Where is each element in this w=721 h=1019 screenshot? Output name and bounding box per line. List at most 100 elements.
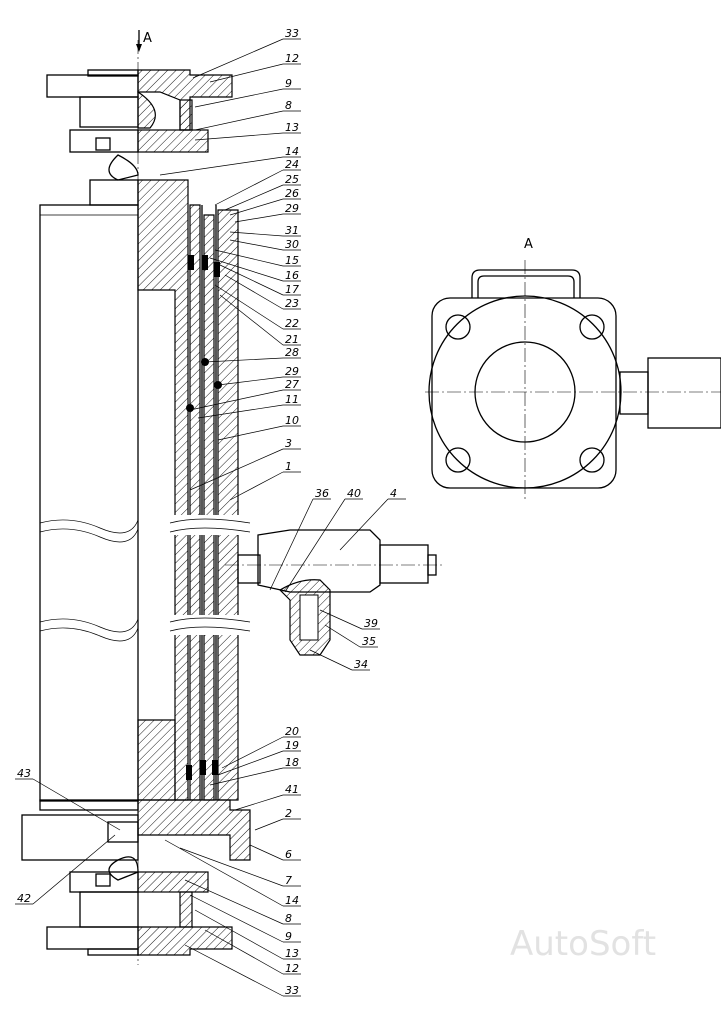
callout-10: 10	[217, 414, 301, 441]
callout-number: 13	[285, 947, 299, 960]
callout-25: 25	[224, 173, 301, 211]
callout-number: 42	[17, 892, 31, 905]
callout-26: 26	[229, 187, 301, 216]
leader-line	[214, 284, 284, 330]
leader-line	[219, 264, 284, 296]
leader-line	[189, 448, 284, 491]
callout-11: 11	[197, 393, 301, 419]
leader-line	[234, 794, 284, 811]
callout-number: 27	[285, 378, 299, 391]
view-arrow-a: A	[136, 30, 152, 52]
callout-number: 29	[285, 365, 299, 378]
leader-line	[192, 38, 284, 79]
leader-line	[249, 844, 284, 861]
callout-number: 40	[347, 487, 361, 500]
callout-29: 29	[217, 365, 301, 386]
callout-number: 36	[315, 487, 329, 500]
leader-line	[32, 834, 116, 905]
leader-line	[194, 110, 284, 131]
callout-number: 20	[285, 725, 299, 738]
leader-line	[179, 847, 284, 887]
callout-number: 18	[285, 756, 299, 769]
callout-15: 15	[214, 249, 301, 267]
callout-number: 10	[285, 414, 299, 427]
callout-40: 40	[284, 487, 363, 593]
callout-number: 24	[285, 158, 299, 171]
callout-number: 12	[285, 962, 299, 975]
callout-number: 9	[285, 77, 292, 90]
callout-3: 3	[189, 437, 301, 491]
leader-line	[217, 376, 284, 386]
callout-number: 9	[285, 930, 292, 943]
callout-number: 14	[285, 894, 299, 907]
callout-14: 14	[159, 145, 301, 176]
callout-20: 20	[221, 725, 301, 769]
leader-line	[194, 132, 284, 141]
view-a: A	[425, 237, 721, 500]
callout-number: 30	[285, 238, 299, 251]
leader-line	[194, 88, 284, 108]
callout-number: 1	[285, 460, 292, 473]
callout-number: 43	[17, 767, 31, 780]
watermark: AutoSoft	[510, 924, 656, 964]
callout-number: 8	[285, 99, 292, 112]
leader-line	[269, 498, 314, 591]
callout-number: 11	[285, 393, 299, 406]
callout-number: 23	[285, 297, 299, 310]
leader-line	[224, 274, 284, 310]
callout-number: 26	[285, 187, 299, 200]
callout-number: 22	[285, 317, 299, 330]
leader-line	[319, 609, 363, 630]
callout-29: 29	[234, 202, 301, 223]
bottom-flange	[21, 799, 251, 956]
side-valve	[225, 529, 445, 656]
leader-line	[309, 649, 353, 671]
leader-line	[194, 909, 284, 960]
callout-41: 41	[234, 783, 301, 811]
cylinder-section	[137, 179, 251, 801]
leader-line	[339, 498, 389, 551]
callout-13: 13	[194, 121, 301, 141]
leader-line	[189, 894, 284, 943]
leader-line	[214, 249, 284, 267]
leader-line	[184, 944, 284, 997]
leader-line	[217, 425, 284, 441]
callout-18: 18	[209, 756, 301, 786]
leader-line	[209, 257, 284, 282]
callout-number: 21	[285, 333, 299, 346]
view-marker-label: A	[143, 31, 152, 46]
callout-8: 8	[184, 879, 301, 925]
leader-line	[229, 198, 284, 216]
leader-line	[217, 750, 284, 776]
callout-number: 2	[285, 807, 292, 820]
callout-number: 28	[285, 346, 299, 359]
callout-30: 30	[229, 238, 301, 251]
callout-number: 3	[285, 437, 292, 450]
callout-33: 33	[184, 944, 301, 997]
leader-line	[32, 778, 121, 831]
callout-9: 9	[194, 77, 301, 108]
callout-number: 13	[285, 121, 299, 134]
callouts: 3312981314242526293130151617232221282927…	[15, 27, 406, 997]
callout-number: 25	[285, 173, 299, 186]
callout-number: 35	[362, 635, 376, 648]
callout-9: 9	[189, 894, 301, 943]
callout-17: 17	[219, 264, 301, 296]
callout-39: 39	[319, 609, 380, 630]
callout-number: 33	[285, 27, 299, 40]
callout-16: 16	[209, 257, 301, 282]
callout-14: 14	[164, 839, 301, 907]
view-a-title: A	[524, 237, 533, 252]
callout-number: 4	[390, 487, 397, 500]
top-flange	[46, 69, 233, 206]
callout-number: 19	[285, 739, 299, 752]
callout-13: 13	[194, 909, 301, 960]
callout-number: 8	[285, 912, 292, 925]
callout-6: 6	[249, 844, 301, 861]
leader-line	[221, 736, 284, 769]
leader-line	[204, 929, 284, 975]
callout-number: 12	[285, 52, 299, 65]
leader-line	[234, 213, 284, 223]
leader-line	[204, 357, 284, 363]
